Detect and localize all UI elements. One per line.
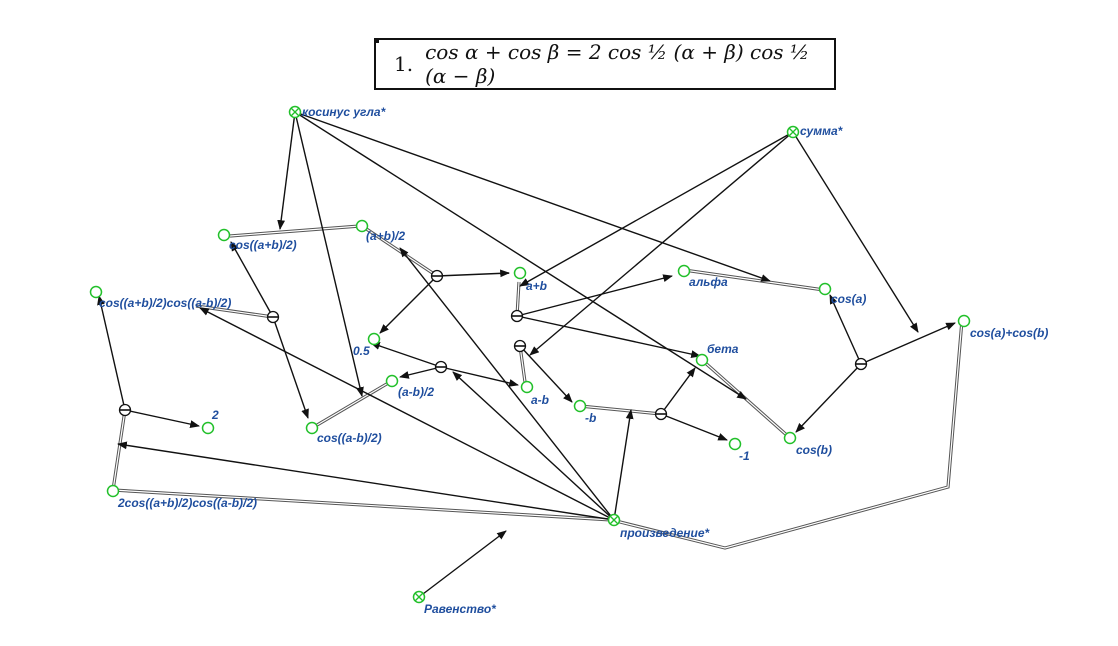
node-cos-half-diff[interactable] xyxy=(305,421,319,435)
label-beta: бета xyxy=(707,342,739,356)
label-equality: Равенство* xyxy=(424,602,497,616)
label-product: произведение* xyxy=(620,526,711,540)
node-minus-one[interactable] xyxy=(728,437,742,451)
label-neg-b: -b xyxy=(585,411,596,425)
relation-node-equality[interactable] xyxy=(412,590,426,604)
operator-node[interactable] xyxy=(434,360,448,374)
label-cos-sum: cos(a)+cos(b) xyxy=(970,326,1048,340)
node-half-diff[interactable] xyxy=(385,374,399,388)
relation-node-product[interactable] xyxy=(607,513,621,527)
node-alpha[interactable] xyxy=(677,264,691,278)
operator-node[interactable] xyxy=(854,357,868,371)
operator-node[interactable] xyxy=(118,403,132,417)
node-a-plus-b[interactable] xyxy=(513,266,527,280)
node-cos-b[interactable] xyxy=(783,431,797,445)
relation-node-sum[interactable] xyxy=(786,125,800,139)
label-two: 2 xyxy=(211,408,219,422)
operator-nodes xyxy=(118,269,868,421)
node-cos-prod[interactable] xyxy=(89,285,103,299)
operator-node[interactable] xyxy=(266,310,280,324)
label-a-minus-b: a-b xyxy=(531,393,549,407)
relation-nodes xyxy=(288,105,800,604)
label-cos-prod: cos((a+b)/2)cos((a-b)/2) xyxy=(99,296,231,310)
label-minus-one: -1 xyxy=(739,449,750,463)
variable-nodes xyxy=(89,219,971,498)
node-neg-b[interactable] xyxy=(573,399,587,413)
operator-node[interactable] xyxy=(654,407,668,421)
node-cos-a[interactable] xyxy=(818,282,832,296)
node-cos-half-sum[interactable] xyxy=(217,228,231,242)
node-a-minus-b[interactable] xyxy=(520,380,534,394)
node-double-prod[interactable] xyxy=(106,484,120,498)
label-a-plus-b: a+b xyxy=(526,279,547,293)
operator-node[interactable] xyxy=(430,269,444,283)
label-cos-half-diff: cos((a-b)/2) xyxy=(317,431,382,445)
formula-text: cos α + cos β = 2 cos ½ (α + β) cos ½ (α… xyxy=(425,40,810,88)
label-half: 0.5 xyxy=(353,344,370,358)
node-labels: косинус угла* сумма* cos((a+b)/2) (a+b)/… xyxy=(99,105,1048,616)
label-double-prod: 2cos((a+b)/2)cos((a-b)/2) xyxy=(117,496,257,510)
label-half-diff: (a-b)/2 xyxy=(398,385,434,399)
node-beta[interactable] xyxy=(695,353,709,367)
label-alpha: альфа xyxy=(689,275,728,289)
node-two[interactable] xyxy=(201,421,215,435)
arrow-edges xyxy=(97,111,956,598)
operator-node[interactable] xyxy=(513,339,527,353)
relation-node-cos-angle[interactable] xyxy=(288,105,302,119)
label-cos-a: cos(a) xyxy=(831,292,866,306)
box-corner-marker xyxy=(374,38,379,43)
node-half-sum[interactable] xyxy=(355,219,369,233)
label-sum: сумма* xyxy=(800,124,844,138)
label-cos-half-sum: cos((a+b)/2) xyxy=(229,238,297,252)
node-cos-sum[interactable] xyxy=(957,314,971,328)
label-cos-angle: косинус угла* xyxy=(302,105,387,119)
operator-node[interactable] xyxy=(510,309,524,323)
label-half-sum: (a+b)/2 xyxy=(366,229,405,243)
formula-number: 1. xyxy=(394,52,414,76)
node-half[interactable] xyxy=(367,332,381,346)
formula-box: 1. cos α + cos β = 2 cos ½ (α + β) cos ½… xyxy=(374,38,836,90)
label-cos-b: cos(b) xyxy=(796,443,832,457)
double-edge xyxy=(112,319,964,550)
